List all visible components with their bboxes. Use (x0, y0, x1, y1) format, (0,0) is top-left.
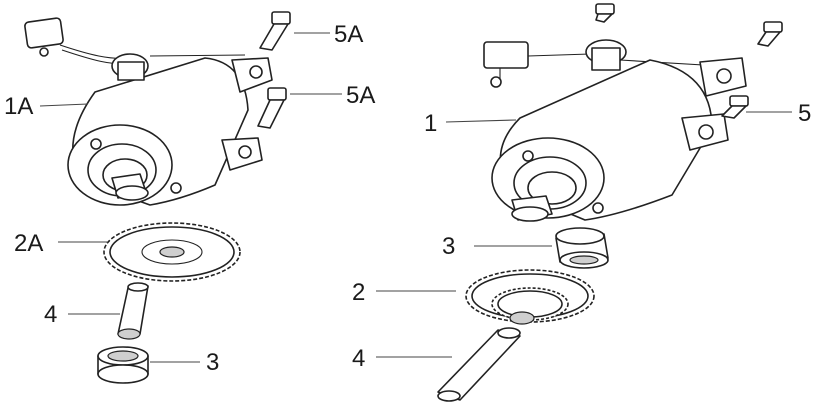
label-2a: 2A (14, 230, 43, 257)
label-4-left: 4 (44, 301, 57, 328)
label-1: 1 (424, 110, 437, 137)
label-2: 2 (352, 279, 365, 306)
label-1a: 1A (4, 93, 33, 120)
left-starter-motor-1a (24, 17, 273, 206)
label-3-left: 3 (206, 349, 219, 376)
right-gear-2 (465, 269, 595, 325)
left-shaft-4 (117, 282, 149, 340)
right-shaft-4 (437, 327, 521, 402)
label-3-right: 3 (442, 233, 455, 260)
left-bolt-5a-upper (259, 11, 291, 51)
right-bolt-5 (721, 95, 749, 119)
label-5: 5 (798, 100, 811, 127)
leader-1 (445, 119, 517, 123)
label-5a-lower: 5A (346, 82, 375, 109)
right-bushing-3 (555, 227, 609, 269)
right-bolt-upper-right (757, 21, 783, 47)
left-gear-2a (103, 222, 241, 282)
label-5a-upper: 5A (334, 21, 363, 48)
left-bolt-5a-lower (257, 87, 287, 129)
right-bolt-upper-left (595, 3, 615, 23)
leader-1a (39, 103, 89, 107)
left-bushing-3 (97, 346, 149, 384)
label-4-right: 4 (352, 345, 365, 372)
right-starter-motor-1 (483, 39, 747, 222)
